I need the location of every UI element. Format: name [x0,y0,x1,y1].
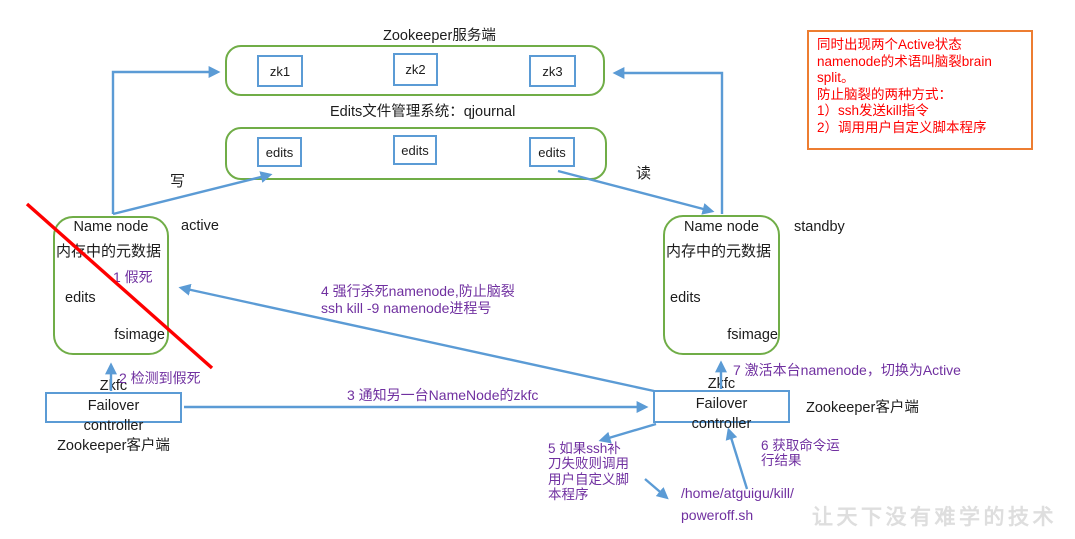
write-edge-label: 写 [170,173,186,190]
edits-node-3: edits [529,137,575,167]
arrow-nn-right-to-zookeeper [612,67,724,214]
namenode-active-fsimage: fsimage [114,327,165,343]
step7-annotation: 7 激活本台namenode，切换为Active [733,362,961,378]
standby-state-label: standby [794,219,845,235]
qjournal-title: Edits文件管理系统：qjournal [330,104,516,120]
arrow-step6-result [725,427,749,490]
zk1-node: zk1 [257,55,303,87]
kill-script-path: /home/atguigu/kill/ poweroff.sh [681,485,794,523]
step2-annotation: 2 检测到假死 [119,370,201,386]
qjournal-box [225,127,607,180]
zk2-node: zk2 [393,53,438,86]
namenode-standby-memory: 内存中的元数据 [666,243,772,260]
namenode-active-edits: edits [65,290,96,306]
active-state-label: active [181,218,219,234]
edits-node-2: edits [393,135,437,165]
step6-annotation: 6 获取命令运 行结果 [761,438,840,469]
namenode-standby-box [663,215,780,355]
zkfc-right-label: Zkfc Failover controller [691,376,752,432]
step3-annotation: 3 通知另一台NameNode的zkfc [347,387,539,403]
read-edge-label: 读 [636,165,652,182]
namenode-active-memory: 内存中的元数据 [56,243,162,260]
zkfc-left-box [45,392,182,423]
namenode-active-title: Name node [73,219,149,235]
arrow-nn-left-to-zookeeper [111,66,221,214]
namenode-standby-title: Name node [684,219,759,235]
arrow-step5-fallback [598,422,657,444]
step1-annotation: 1 假死 [113,269,153,285]
zk3-node: zk3 [529,55,576,87]
zkfc-right-box [653,390,790,423]
zookeeper-server-title: Zookeeper服务端 [383,28,496,44]
namenode-standby-fsimage: fsimage [727,327,778,343]
brain-split-note: 同时出现两个Active状态 namenode的术语叫脑裂brain split… [807,30,1033,150]
arrow-to-script [644,478,669,500]
step5-annotation: 5 如果ssh补 刀失败则调用 用户自定义脚 本程序 [548,441,629,502]
zkfc-right-client-label: Zookeeper客户端 [806,400,919,416]
namenode-standby-edits: edits [670,290,701,306]
step4-annotation: 4 强行杀死namenode,防止脑裂 ssh kill -9 namenode… [321,283,515,316]
watermark-text: 让天下没有难学的技术 [812,504,1057,529]
zkfc-left-client-label: Zookeeper客户端 [57,438,170,454]
zkfc-left-label: Zkfc Failover controller [83,378,144,434]
edits-node-1: edits [257,137,302,167]
arrow-write-edits [112,171,273,216]
zookeeper-server-box [225,45,605,96]
